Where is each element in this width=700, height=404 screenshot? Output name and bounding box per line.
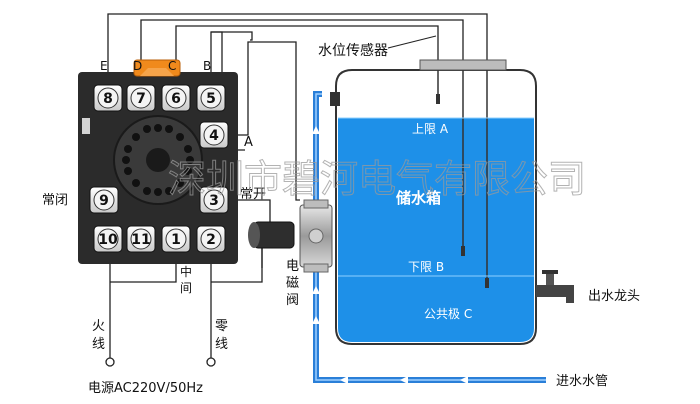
pin-letter-C: C: [168, 59, 176, 73]
relay-pin-3-number: 3: [209, 193, 219, 209]
upper-limit-label: 上限 A: [412, 122, 449, 136]
wire-common-link: [110, 262, 177, 283]
relay-pin-4: 4: [199, 121, 229, 149]
relay-socket: [78, 59, 238, 264]
faucet-label: 出水龙头: [588, 289, 640, 304]
relay-pin-7: 7: [126, 84, 156, 112]
inlet-nozzle: [330, 92, 340, 106]
svg-text:磁: 磁: [286, 276, 299, 291]
normally-open-label: 常开: [240, 187, 266, 202]
wire-b-to-valve: [210, 31, 253, 85]
relay-pin-6-number: 6: [171, 91, 181, 107]
tank-title: 储水箱: [396, 189, 441, 207]
relay-pin-9-number: 9: [99, 193, 109, 209]
relay-pin-8-number: 8: [103, 91, 113, 107]
relay-pin-4-number: 4: [209, 128, 219, 144]
sensor-label: 水位传感器: [318, 42, 388, 59]
middle-char-2: 间: [180, 281, 192, 295]
live-label: 火 线: [92, 319, 105, 352]
water-tank: [330, 59, 574, 345]
power-label: 电源AC220V/50Hz: [88, 381, 203, 396]
flow-arrows: [312, 126, 468, 384]
wire-no-to-valve: [228, 199, 271, 222]
relay-pin-10: 10: [93, 225, 123, 253]
relay-pin-9: 9: [89, 186, 119, 214]
wire-neutral-link: [211, 242, 263, 283]
faucet: [536, 270, 574, 303]
live-terminal: [105, 357, 115, 367]
relay-pin-5: 5: [196, 84, 226, 112]
svg-text:线: 线: [92, 337, 105, 352]
relay-pin-11-number: 11: [131, 232, 150, 248]
relay-pin-7-number: 7: [136, 91, 146, 107]
middle-label: 中 间: [180, 264, 192, 295]
wire-pin4: [230, 41, 300, 201]
svg-text:零: 零: [215, 319, 228, 334]
valve-label: 电 磁 阀: [286, 259, 299, 308]
relay-pin-10-number: 10: [98, 232, 118, 248]
svg-text:阀: 阀: [286, 293, 299, 308]
socket-holes: [122, 124, 194, 196]
neutral-terminal: [206, 357, 216, 367]
pin-letter-E: E: [100, 59, 108, 73]
common-electrode-label: 公共极 C: [424, 307, 472, 321]
middle-char-1: 中: [180, 264, 192, 279]
relay-pin-1: 1: [161, 225, 191, 253]
relay-pin-3: 3: [199, 186, 229, 214]
solenoid-valve: [248, 199, 333, 273]
svg-text:电: 电: [286, 259, 299, 274]
sensor-plate: [419, 59, 507, 71]
relay-pin-2-number: 2: [206, 232, 216, 248]
watermark: 深圳市碧河电气有限公司: [168, 157, 586, 201]
relay-pin-8: 8: [93, 84, 123, 112]
lower-limit-label: 下限 B: [408, 260, 444, 274]
svg-text:火: 火: [92, 319, 105, 334]
pin-letter-B: B: [203, 59, 211, 73]
neutral-label: 零 线: [215, 319, 228, 352]
relay-pin-5-number: 5: [206, 91, 216, 107]
relay-pin-11: 11: [126, 225, 156, 253]
relay-pin-6: 6: [161, 84, 191, 112]
sensor-pointer: [387, 35, 437, 49]
relay-pin-2: 2: [196, 225, 226, 253]
relay-pin-1-number: 1: [171, 232, 181, 248]
inlet-pipe-label: 进水水管: [556, 374, 608, 389]
svg-text:线: 线: [215, 337, 228, 352]
pin-letter-D: D: [133, 59, 142, 73]
normally-closed-label: 常闭: [42, 193, 68, 208]
pin4-letter: A: [244, 135, 253, 150]
